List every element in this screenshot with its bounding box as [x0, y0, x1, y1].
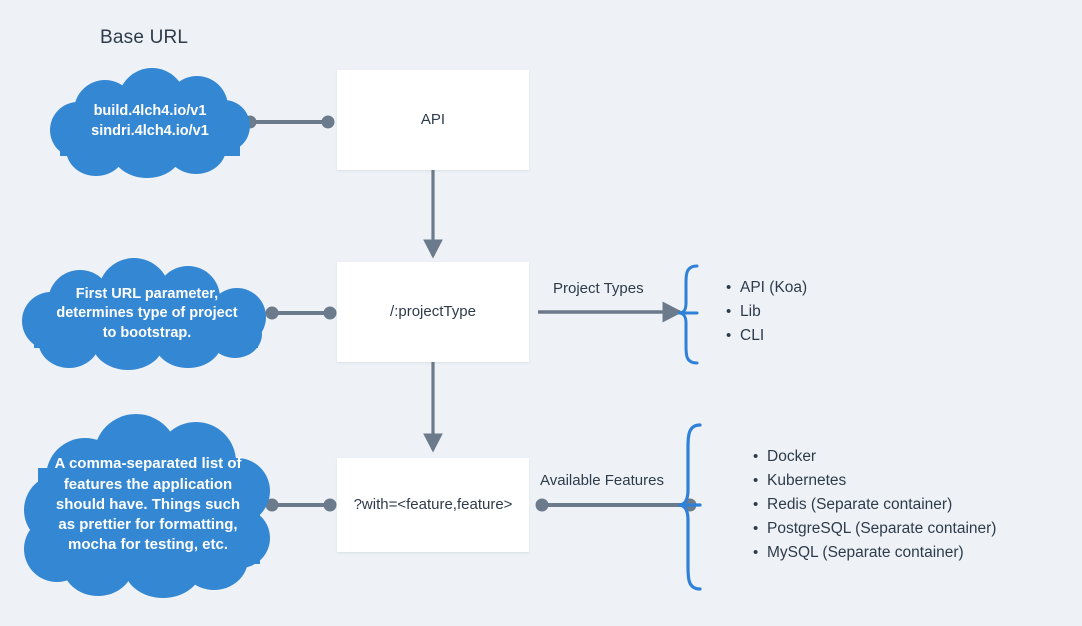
list-item: • CLI	[726, 327, 807, 351]
bullet-icon: •	[726, 303, 732, 320]
connector-with-features	[535, 498, 697, 512]
project-type-node-label: /:projectType	[390, 303, 476, 321]
list-item-label: Kubernetes	[767, 472, 847, 489]
base-url-cloud: build.4lch4.io/v1 sindri.4lch4.io/v1	[46, 66, 254, 178]
page-title: Base URL	[100, 27, 189, 48]
connector-cloud-with	[265, 498, 337, 512]
with-features-node-label: ?with=<feature,feature>	[353, 496, 513, 514]
list-item-label: Docker	[767, 448, 817, 465]
list-item-label: Lib	[740, 303, 761, 320]
list-item: • Docker	[753, 448, 996, 472]
connector-baseurl-api	[243, 115, 335, 129]
list-item-label: Redis (Separate container)	[767, 496, 953, 513]
available-features-edge-label: Available Features	[540, 472, 664, 489]
list-item-label: CLI	[740, 327, 765, 344]
project-types-edge-label: Project Types	[553, 280, 644, 297]
list-item: • Redis (Separate container)	[753, 496, 996, 520]
list-item-label: API (Koa)	[740, 279, 808, 296]
list-item-label: MySQL (Separate container)	[767, 544, 964, 561]
list-item-label: PostgreSQL (Separate container)	[767, 520, 997, 537]
bullet-icon: •	[753, 472, 759, 489]
connector-cloud-projecttype	[265, 306, 337, 320]
list-item: • PostgreSQL (Separate container)	[753, 520, 996, 544]
project-types-list: • API (Koa) • Lib • CLI	[726, 279, 807, 351]
api-node[interactable]: API	[337, 70, 529, 170]
base-url-cloud-text: build.4lch4.io/v1 sindri.4lch4.io/v1	[91, 103, 209, 139]
features-cloud-text: A comma-separated list of features the a…	[54, 455, 242, 554]
bullet-icon: •	[753, 520, 759, 537]
available-features-list: • Docker • Kubernetes • Redis (Separate …	[753, 448, 996, 568]
project-type-cloud-text: First URL parameter, determines type of …	[56, 285, 238, 341]
project-type-node[interactable]: /:projectType	[337, 262, 529, 362]
project-type-cloud: First URL parameter, determines type of …	[22, 258, 272, 370]
bullet-icon: •	[726, 279, 732, 296]
list-item: • Kubernetes	[753, 472, 996, 496]
list-item: • Lib	[726, 303, 807, 327]
bullet-icon: •	[753, 544, 759, 561]
api-node-label: API	[420, 111, 446, 129]
with-features-node[interactable]: ?with=<feature,feature>	[337, 458, 529, 552]
bullet-icon: •	[753, 448, 759, 465]
bullet-icon: •	[753, 496, 759, 513]
features-cloud: A comma-separated list of features the a…	[24, 412, 272, 598]
list-item: • API (Koa)	[726, 279, 807, 303]
brace-project-types	[677, 264, 699, 365]
list-item: • MySQL (Separate container)	[753, 544, 996, 568]
bullet-icon: •	[726, 327, 732, 344]
brace-available-features	[678, 423, 702, 591]
